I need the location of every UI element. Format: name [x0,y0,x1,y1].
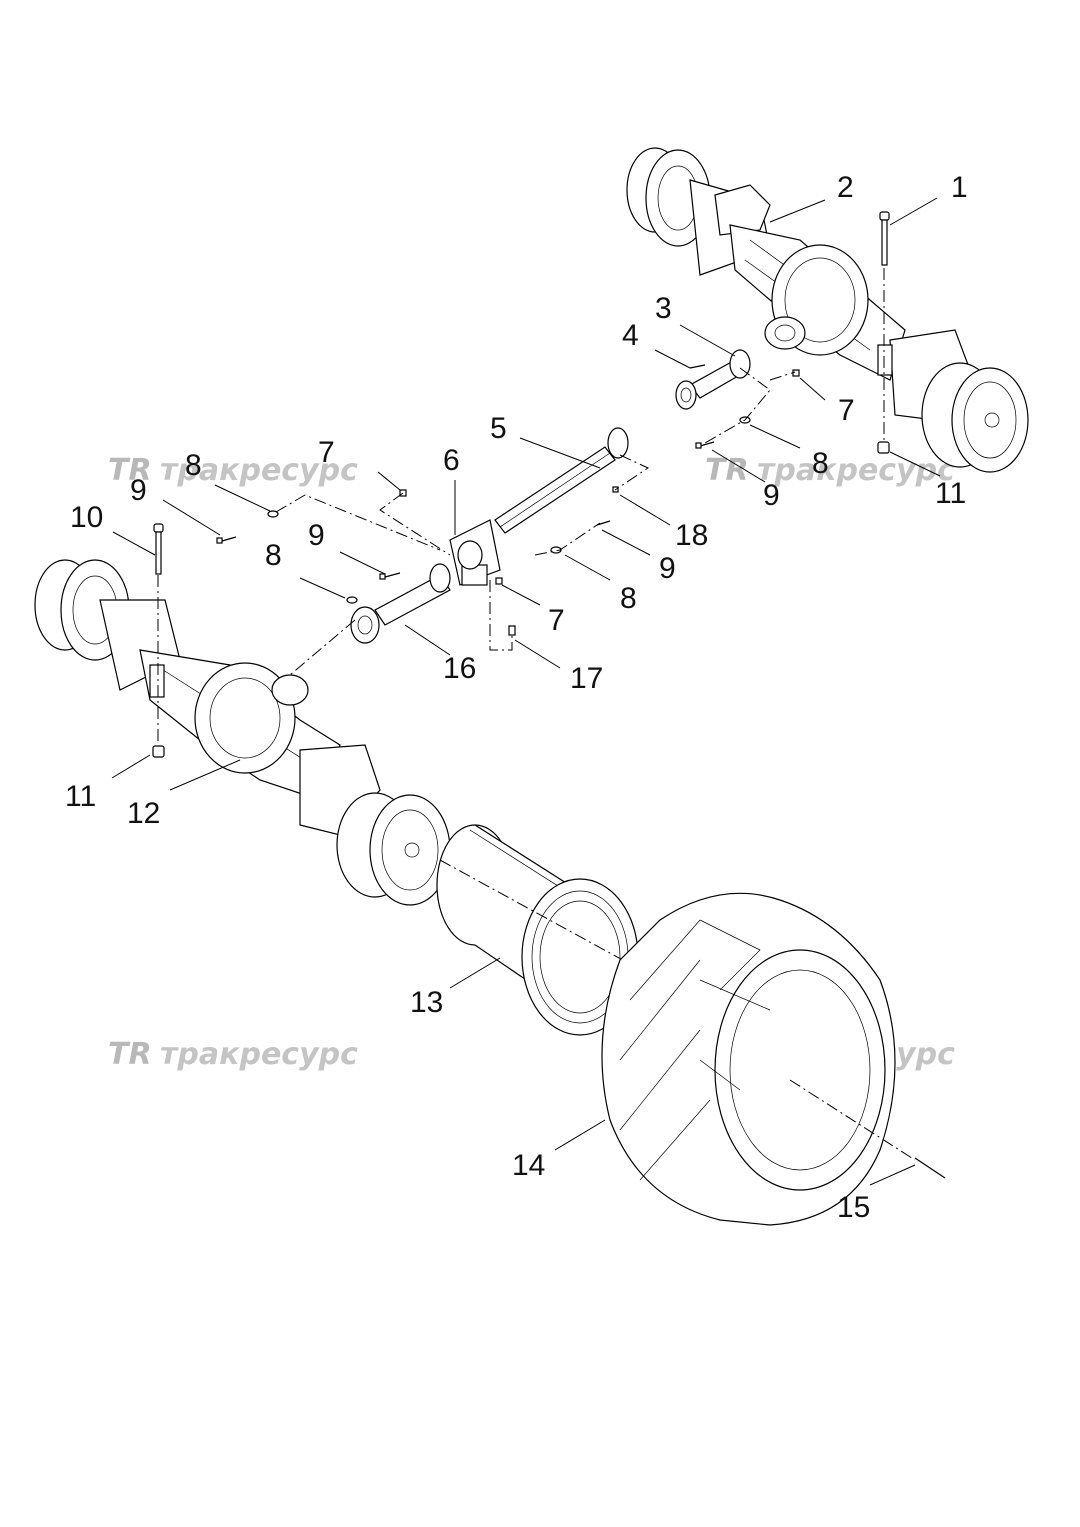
nut-11-right-icon [877,441,890,454]
front-axle [34,559,451,906]
shaft-washer-8-mid-icon [346,596,358,604]
callout-16: 16 [443,652,476,685]
pin-15-icon [914,1157,946,1179]
callout-7b: 7 [548,604,565,637]
callout-6: 6 [443,444,460,477]
support-bearing-6 [449,519,501,586]
callout-3: 3 [655,292,672,325]
watermark-text-3: тракресурс [160,1037,358,1072]
shaft-washer-8-right-icon [550,546,562,554]
callout-2: 2 [837,171,854,204]
rear-axle [626,147,1029,473]
svg-text:TR: TR [108,1037,152,1072]
bolt-10-icon [153,523,164,575]
callout-17: 17 [570,662,603,695]
pin-4-icon [689,364,706,369]
callout-1: 1 [951,171,968,204]
callout-8d: 8 [812,447,829,480]
callout-4: 4 [622,319,639,352]
drive-shaft-16 [350,563,451,644]
callouts: 1 2 3 4 5 6 7 7 7 8 8 8 8 9 9 9 9 10 11 … [65,171,968,1224]
shaft-bolt-9-left-icon [216,536,237,544]
callout-15: 15 [837,1191,870,1224]
tyre-14 [601,892,896,1226]
watermark-logo-icon: TR [108,453,152,488]
callout-9a: 9 [130,474,147,507]
callout-12: 12 [127,797,160,830]
callout-10: 10 [70,501,103,534]
coupling-shaft-3-icon [675,349,751,410]
watermark-logo-icon: TR [705,453,749,488]
svg-text:TR: TR [705,453,749,488]
callout-9d: 9 [763,479,780,512]
svg-text:TR: TR [108,453,152,488]
callout-14: 14 [512,1149,545,1182]
bolt-1-icon [879,211,890,266]
callout-8b: 8 [265,539,282,572]
shaft-bolt-9-mid-icon [379,572,401,580]
watermark-logo-icon: TR [108,1037,152,1072]
shaft-nut-7-mid-icon [495,577,503,585]
callout-7c: 7 [838,394,855,427]
shaft-washer-8-left-icon [267,510,279,518]
watermark-text-1: тракресурс [160,453,358,488]
leader-lines [111,197,941,1186]
drive-shaft-5 [494,427,629,534]
callout-13: 13 [410,986,443,1019]
callout-11b: 11 [935,477,966,510]
callout-9b: 9 [308,519,325,552]
callout-5: 5 [490,412,507,445]
callout-11a: 11 [65,780,96,813]
callout-7a: 7 [318,436,335,469]
callout-8c: 8 [620,582,637,615]
watermark-text-2: тракресурс [757,453,955,488]
nut-11-left-icon [152,745,165,758]
callout-8a: 8 [185,449,202,482]
callout-18: 18 [675,519,708,552]
callout-9c: 9 [659,552,676,585]
rear-bolt-9-icon [695,441,715,449]
shaft-bolt-9-right-icon [596,520,611,526]
shaft-grease-fitting-17-icon [508,625,516,636]
rear-nut-7-icon [792,369,800,377]
